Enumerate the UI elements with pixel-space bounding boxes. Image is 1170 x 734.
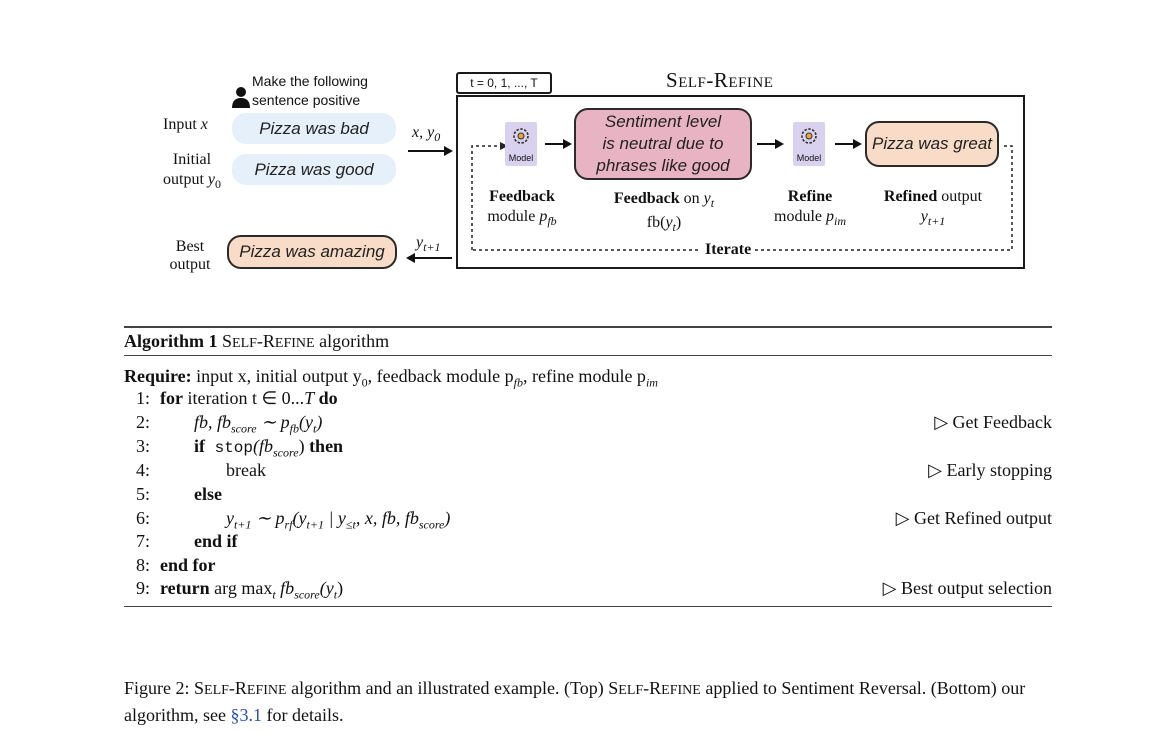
algorithm-line: 6: yt+1 ∼ prf(yt+1 | y≤t, x, fb, fbscore…: [135, 508, 1052, 532]
best-output-label: Best output: [169, 238, 211, 273]
algorithm-require: Require: input x, initial output y0, fee…: [124, 366, 658, 390]
figure-caption: Figure 2: Self-Refine algorithm and an i…: [124, 678, 1026, 725]
initial-output-label: Initial output y0: [163, 151, 221, 192]
refine-module-label: Refine module pim: [774, 188, 846, 229]
feedback-module-label: Feedback module pfb: [487, 188, 557, 229]
initial-output-pill: Pizza was good: [232, 154, 396, 185]
iteration-range: t = 0, 1, ..., T: [456, 72, 552, 94]
arrow-feedback-to-model: [757, 139, 784, 149]
algorithm-line: 7: end if: [135, 531, 238, 551]
iterate-label: Iterate: [701, 241, 756, 259]
arrow-model-to-feedback: [545, 139, 572, 149]
arrow-out: [406, 253, 452, 263]
arrow-model-to-refined: [835, 139, 862, 149]
brain-icon: [513, 128, 529, 144]
algorithm-comment: ▷ Get Refined output: [895, 508, 1052, 528]
self-refine-box: [456, 95, 1025, 269]
feedback-model: Model: [505, 122, 537, 166]
algorithm-line: 8: end for: [135, 555, 216, 575]
brain-icon: [801, 128, 817, 144]
input-pill: Pizza was bad: [232, 113, 396, 144]
arrow-in-label: x, y0: [412, 124, 441, 145]
iterate-loop: [471, 142, 1013, 251]
figure-title: Self-Refine: [666, 68, 774, 92]
algorithm-comment: ▷ Early stopping: [928, 460, 1052, 480]
input-label: Input x: [163, 116, 208, 133]
algorithm-top-rule: [124, 326, 1052, 328]
algorithm-line: 4: break ▷ Early stopping: [135, 460, 1052, 480]
algorithm-line: 1: for iteration t ∈ 0...T do: [135, 388, 338, 408]
feedback-output-label: Feedback on yt fb(yt): [613, 190, 715, 235]
algorithm-line: 2: fb, fbscore ∼ pfb(yt) ▷ Get Feedback: [135, 412, 1052, 436]
algorithm-line: 5: else: [135, 484, 222, 504]
user-icon: [232, 87, 250, 108]
best-output-pill: Pizza was amazing: [227, 235, 397, 269]
algorithm-line: 3: if stop(fbscore) then: [135, 436, 344, 460]
refined-output-label: Refined output yt+1: [883, 188, 983, 229]
instruction-text: Make the following sentence positive: [252, 73, 368, 108]
algorithm-line: 9: return arg maxt fbscore(yt) ▷ Best ou…: [135, 578, 1052, 602]
algorithm-comment: ▷ Best output selection: [882, 578, 1052, 598]
feedback-box: Sentiment level is neutral due to phrase…: [574, 108, 752, 180]
arrow-out-label: yt+1: [416, 234, 441, 255]
algorithm-title: Algorithm 1 Self-Refine algorithm: [124, 331, 390, 351]
section-ref-link[interactable]: §3.1: [230, 705, 262, 725]
refine-model: Model: [793, 122, 825, 166]
algorithm-comment: ▷ Get Feedback: [934, 412, 1052, 432]
algorithm-bottom-rule: [124, 606, 1052, 607]
algorithm-mid-rule: [124, 355, 1052, 356]
arrow-in: [408, 146, 453, 156]
refined-output-pill: Pizza was great: [865, 121, 999, 167]
